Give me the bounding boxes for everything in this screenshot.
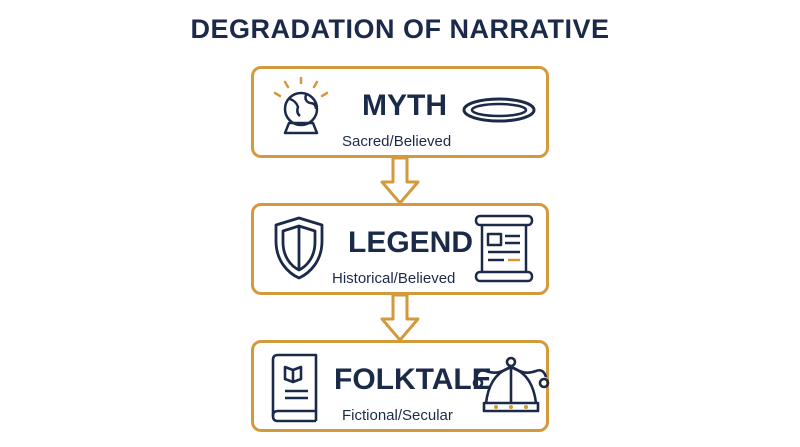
diagram-title: DEGRADATION OF NARRATIVE [190, 14, 610, 44]
folktale-box: FOLKTALE Fictional/Secular [251, 340, 550, 432]
myth-box: MYTH Sacred/Believed [251, 66, 549, 158]
scroll-icon [472, 212, 536, 291]
halo-icon [460, 95, 538, 130]
legend-label: LEGEND [348, 226, 474, 259]
arrow-down-icon [380, 156, 420, 210]
myth-subtitle: Sacred/Believed [342, 133, 452, 150]
crystal-ball-icon [268, 76, 334, 148]
shield-icon [270, 214, 328, 287]
book-icon [270, 351, 320, 428]
legend-box: LEGEND Historical/Believed [251, 203, 549, 295]
myth-label: MYTH [362, 89, 447, 122]
folktale-label: FOLKTALE [334, 363, 492, 396]
legend-subtitle: Historical/Believed [332, 270, 456, 287]
jester-hat-icon [472, 355, 550, 426]
arrow-down-icon [380, 293, 420, 347]
folktale-subtitle: Fictional/Secular [342, 407, 453, 424]
